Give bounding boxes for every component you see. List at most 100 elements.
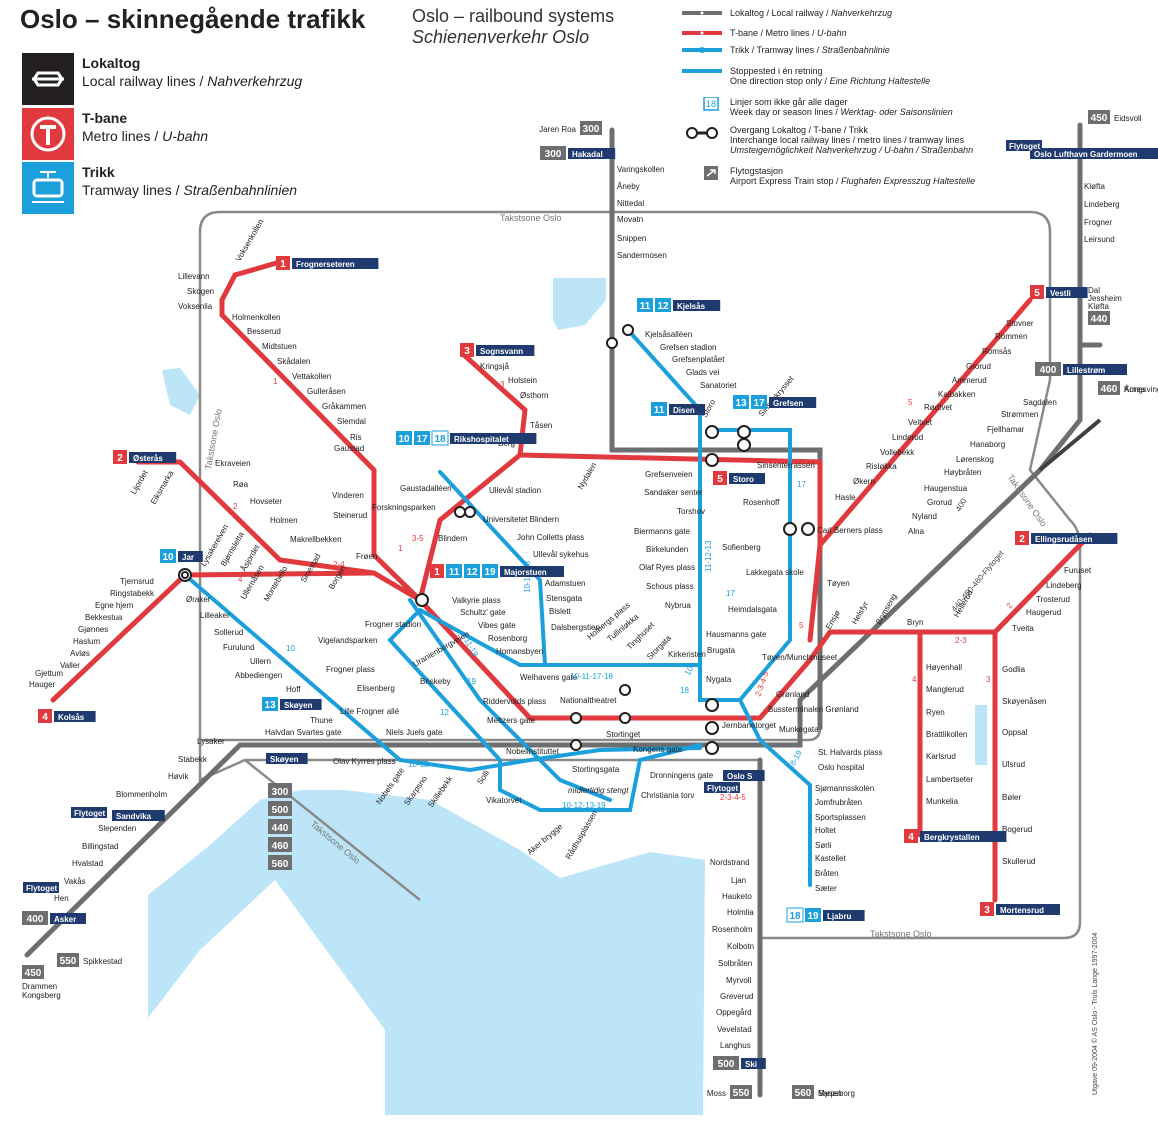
station-label: Rosenhoff xyxy=(743,498,780,507)
station-label: Sørli xyxy=(815,841,832,850)
terminal-name: Jar xyxy=(182,553,194,562)
station-label: Christiania torv xyxy=(641,791,694,800)
rail-destination: Kongsvinger xyxy=(1124,385,1158,394)
terminal-name: Vestli xyxy=(1050,289,1071,298)
terminal-name: Disen xyxy=(673,406,695,415)
terminal-name-box xyxy=(723,770,765,781)
segment-label: 10-11-17-18 xyxy=(570,672,614,681)
fare-zone-boundary xyxy=(198,210,1082,940)
rail-number-box xyxy=(792,1085,814,1099)
terminal-name-box xyxy=(112,810,165,821)
station-label: Rødtvet xyxy=(924,403,953,412)
station-label: Vollebekk xyxy=(880,448,915,457)
station-label: Sofienberg xyxy=(722,543,761,552)
flytoget-box xyxy=(71,807,107,818)
station-label: Munkelia xyxy=(926,797,959,806)
station-label: Glads vei xyxy=(686,368,720,377)
segment-label: 5 xyxy=(908,398,913,407)
terminal-name-box xyxy=(729,473,765,484)
station-label: Montebello xyxy=(262,564,290,603)
terminal-name-box xyxy=(1063,364,1127,375)
station-label: John Colletts plass xyxy=(517,533,584,542)
line-number: 5 xyxy=(717,474,723,485)
station-label: Lindeberg xyxy=(1046,581,1082,590)
segment-label: 12 xyxy=(440,708,449,717)
interchanges xyxy=(178,324,815,755)
station-label: Grefsenplatået xyxy=(672,355,725,364)
station-label: Gjønnes xyxy=(78,625,108,634)
station-label: Tjernsrud xyxy=(120,577,154,586)
station-label: Nybrua xyxy=(665,601,691,610)
station-label: Stortinget xyxy=(606,730,641,739)
station-label: Lysaker xyxy=(197,737,225,746)
station-label: Kongens gate xyxy=(633,745,683,754)
station-label: Økern xyxy=(853,477,875,486)
terminal-name-box xyxy=(1046,287,1088,298)
terminal-name: Oslo Lufthavn Gardermoen xyxy=(1034,150,1138,159)
station-label: Makrellbekken xyxy=(290,535,342,544)
rail-destination: Kongsberg xyxy=(22,991,61,1000)
station-label: Grønland xyxy=(776,690,809,699)
segment-label: 10-13 xyxy=(408,760,429,769)
rail-destination: Moss xyxy=(707,1089,726,1098)
station-label: Skullerud xyxy=(1002,857,1035,866)
line-number: 19 xyxy=(484,567,496,578)
station-label: Tøyen xyxy=(827,579,850,588)
station-label: Blommenholm xyxy=(116,790,167,799)
station-label: Grorud xyxy=(966,362,991,371)
segment-label: 3-5 xyxy=(412,534,424,543)
flytoget-box xyxy=(704,782,740,793)
line-number: 17 xyxy=(753,398,765,409)
station-label: Adamstuen xyxy=(545,579,585,588)
station-label: Rosenholm xyxy=(712,925,753,934)
flytoget-label: Flytoget xyxy=(26,884,57,893)
station-label: Nobelinstituttet xyxy=(506,747,560,756)
station-label: Kringsjå xyxy=(480,362,509,371)
station-label: Myrvoll xyxy=(726,976,752,985)
line-number-badge xyxy=(160,549,176,563)
terminal-name: Ljabru xyxy=(827,912,852,921)
segment-label: 11-12-13 xyxy=(704,540,713,572)
line-number: 1 xyxy=(280,259,286,270)
station-label: Oppsal xyxy=(1002,728,1028,737)
station-label: Vinderen xyxy=(332,491,364,500)
map-subtitle-en: Oslo – railbound systems xyxy=(412,6,615,26)
station-label: Linderud xyxy=(892,433,923,442)
station-label: Vettakollen xyxy=(292,372,331,381)
legend-tbane-desc: Metro lines / U-bahn xyxy=(82,128,209,144)
terminal-name: Majorstuen xyxy=(504,568,547,577)
station-label: Hauger xyxy=(29,680,56,689)
zone-label-bottom: Takstsone Oslo xyxy=(870,929,932,939)
legend-lokaltog-desc: Local railway lines / Nahverkehrzug xyxy=(82,73,303,89)
station-label: Stovner xyxy=(1006,319,1034,328)
station-label: Bryn xyxy=(907,618,923,627)
terminal-name: Skøyen xyxy=(284,701,313,710)
station-label: Haslum xyxy=(73,637,100,646)
station-label: Stortingsgata xyxy=(572,765,620,774)
station-label: Bogerud xyxy=(1002,825,1032,834)
rail-destination: Spikkestad xyxy=(83,957,122,966)
station-label: Sportsplassen xyxy=(815,813,866,822)
segment-label: 5 xyxy=(799,621,804,630)
segment-label: 2 xyxy=(1005,601,1015,611)
station-label: Brugata xyxy=(707,646,736,655)
legend-trikk-label: Trikk xyxy=(82,164,115,180)
water-lake-2 xyxy=(162,368,200,415)
rail-destination: Årnes xyxy=(1124,385,1145,394)
station-label: Gulleråsen xyxy=(307,387,346,396)
station-label: Eiksmarka xyxy=(149,469,176,506)
water-fjord xyxy=(148,790,705,1115)
station-label: Sollerud xyxy=(214,628,243,637)
terminal-name-box xyxy=(178,551,203,562)
terminal-name-box xyxy=(996,904,1060,915)
